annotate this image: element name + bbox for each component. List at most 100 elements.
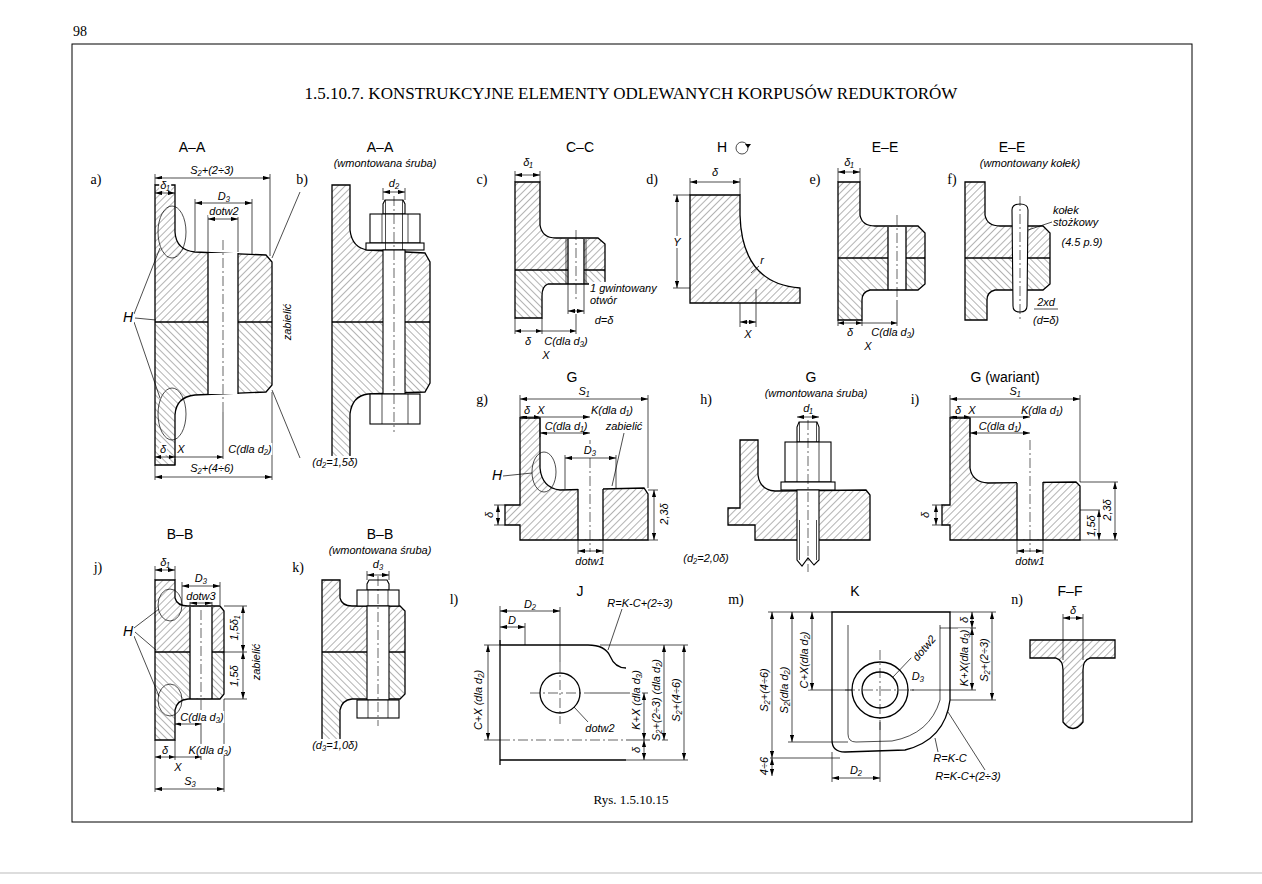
dimension-label: δ [954, 404, 962, 416]
dimension-label: r [759, 254, 765, 266]
dimension-label: C(dla d₁) [978, 420, 1023, 432]
dimension-label: 2xd [1036, 296, 1056, 308]
dimension-label: C+X (dla d₂) [472, 669, 484, 731]
dimension-label: S₃ [183, 775, 197, 787]
section-label: K [849, 584, 860, 599]
panel-letter: l) [449, 592, 460, 607]
dimension-label: C+X(dla d₂) [798, 630, 810, 689]
panel-letter: n) [1010, 592, 1024, 607]
dimension-label: D [507, 614, 517, 626]
dimension-label: S₂(dla d₂) [778, 666, 790, 715]
dimension-label: K+X (dla d₃) [630, 669, 642, 731]
section-label: G [805, 370, 818, 385]
dimension-label: K(dla d₃) [188, 744, 233, 756]
section-label: A–A [366, 140, 394, 155]
dimension-label: dotw3 [185, 590, 216, 602]
dimension-label: δ₁ [159, 556, 171, 568]
dimension-label: δ [630, 746, 642, 754]
dimension-label: D₃ [911, 670, 925, 682]
section-d [673, 142, 800, 327]
surface-label: H [122, 624, 134, 639]
dimension-label: K(dla d₁) [1020, 404, 1064, 416]
section-label: A–A [178, 140, 206, 155]
section-i [932, 395, 1118, 554]
dimension-label: 1,5δ₁ [228, 615, 240, 642]
dimension-label: C(dla d₁) [544, 420, 589, 432]
dimension-label: 1,5δ [228, 664, 240, 687]
dimension-label: zabielić [250, 643, 262, 682]
dimension-label: δ [483, 511, 495, 519]
dimension-label: S₂+(2÷3) [978, 637, 990, 683]
section-label: J [576, 584, 585, 599]
panel-letter: a) [90, 172, 103, 187]
section-n [1030, 614, 1115, 729]
section-a [134, 174, 300, 480]
section-k [322, 571, 405, 740]
dimension-label: 1 gwintowany otwór [589, 282, 667, 306]
dimension-label: dotw2 [909, 632, 938, 664]
dimension-label: 1,5δ [1085, 514, 1097, 537]
dimension-label: K+X(dla d₃) [958, 629, 970, 688]
dimension-label: K(dla d₁) [590, 404, 634, 416]
dimension-label: C(dla d₂) [227, 443, 272, 455]
section-m [768, 612, 996, 782]
dimension-label: C(dla d₃) [543, 335, 588, 347]
dimension-label: δ [159, 443, 167, 455]
panel-letter: d) [645, 172, 659, 187]
dimension-label: C(dla d₃) [870, 326, 915, 338]
dimension-label: dotw1 [1014, 555, 1045, 567]
section-label: B–B [366, 527, 394, 542]
section-label: F–F [1057, 584, 1084, 599]
dimension-label: δ [958, 616, 970, 624]
section-note: (wmontowana śruba) [328, 544, 433, 556]
section-label: H [716, 140, 728, 155]
panel-letter: f) [946, 172, 957, 187]
dimension-label: d₂ [388, 177, 400, 189]
dimension-label: δ [711, 166, 719, 178]
dimension-label: δ [523, 404, 531, 416]
dimension-label: X [536, 404, 545, 416]
dimension-label: dotw2 [208, 205, 239, 217]
section-label: B–B [166, 527, 194, 542]
dimension-label: X [967, 404, 976, 416]
dimension-label: 2,3δ [1101, 498, 1113, 521]
dimension-label: D₂ [849, 764, 863, 776]
dimension-label: S₂+(2÷3) (dla d₂) [650, 658, 662, 742]
page-title: 1.5.10.7. KONSTRUKCYJNE ELEMENTY ODLEWAN… [0, 84, 1262, 104]
section-label: E–E [998, 140, 1026, 155]
panel-letter: c) [476, 172, 489, 187]
dimension-label: X [173, 761, 182, 773]
section-note: (wmontowany kołek) [979, 157, 1081, 169]
dimension-label: δ [524, 335, 532, 347]
dimension-label: (d=δ) [1032, 314, 1060, 326]
section-label: G (wariant) [969, 370, 1040, 385]
dimension-label: (d₂=2,0δ) [682, 552, 729, 564]
dimension-label: δ₁ [159, 179, 171, 191]
dimension-label: X [743, 328, 752, 340]
section-f [965, 182, 1058, 320]
dimension-label: dotw1 [574, 555, 605, 567]
dimension-label: X [176, 443, 185, 455]
dimension-label: D₃ [217, 190, 231, 202]
section-label: C–C [565, 140, 595, 155]
surface-label: H [491, 468, 503, 483]
section-e [838, 168, 925, 326]
dimension-label: (d₂=1,5δ) [311, 456, 358, 468]
dimension-label: dotw2 [584, 722, 615, 734]
dimension-label: S₂+(4÷6) [758, 667, 770, 713]
figure-caption: Rys. 1.5.10.15 [0, 792, 1262, 808]
dimension-label: (4.5 p.9) [1061, 236, 1104, 248]
dimension-label: S₂+(4÷6) [189, 462, 235, 474]
dimension-label: D₃ [583, 444, 597, 456]
dimension-label: S₂+(2÷3) [189, 164, 235, 176]
panel-letter: h) [699, 392, 713, 407]
dimension-label: S₁ [1009, 385, 1022, 397]
dimension-label: S₂+(4÷6) [670, 677, 682, 723]
dimension-label: d₁ [802, 402, 814, 414]
section-b [332, 185, 430, 465]
panel-letter: m) [727, 592, 745, 607]
dimension-label: δ [846, 326, 854, 338]
dimension-label: δ₁ [843, 156, 855, 168]
section-c [515, 171, 605, 334]
surface-label: H [122, 310, 134, 325]
